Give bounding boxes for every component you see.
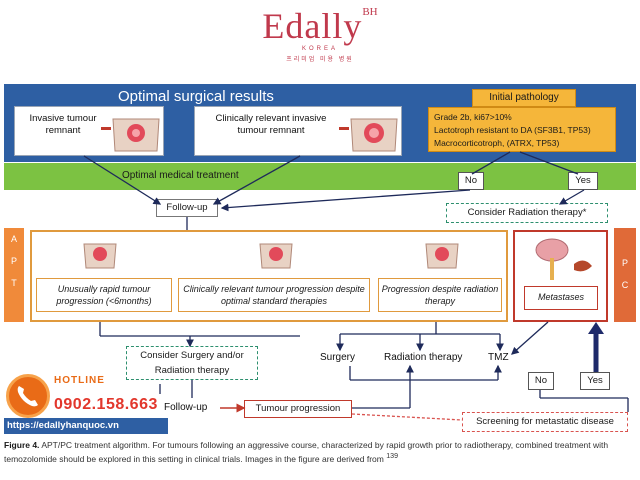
brain-metastases-icon	[535, 238, 592, 280]
hotline-phone[interactable]: 0902.158.663	[54, 396, 158, 413]
apt-letter: P	[10, 256, 17, 266]
apt-side-bar: A P T	[4, 228, 24, 322]
pituitary-icon	[350, 118, 398, 152]
medical-treatment-band	[4, 163, 636, 190]
initial-pathology-label: Initial pathology	[472, 89, 576, 107]
website-url[interactable]: https://edallyhanquoc.vn	[4, 418, 168, 434]
hotline-label: HOTLINE	[54, 375, 105, 386]
apt-letter: T	[11, 278, 17, 288]
surgical-results-title: Optimal surgical results	[118, 88, 274, 105]
pc-letter: C	[621, 280, 629, 290]
invasive-remnant-label: Invasive tumour remnant	[29, 113, 97, 136]
screening-box: Screening for metastatic disease	[462, 412, 628, 432]
rapid-progression-box: Unusually rapid tumour progression (<6mo…	[36, 278, 172, 312]
apt-frame	[30, 230, 508, 322]
invasive-remnant-box: Invasive tumour remnant	[14, 106, 164, 156]
no-box: No	[458, 172, 484, 190]
figure-caption-text: APT/PC treatment algorithm. For tumours …	[4, 440, 609, 464]
logo-sub: KOREA	[301, 46, 338, 52]
figure-ref: 139	[386, 452, 399, 460]
pc-letter: P	[621, 258, 628, 268]
no-box-lower: No	[528, 372, 554, 390]
pathology-line: Macrocorticotroph, (ATRX, TP53)	[434, 138, 560, 148]
pathology-details: Grade 2b, ki67>10% Lactotroph resistant …	[428, 107, 616, 152]
pathology-line: Grade 2b, ki67>10%	[434, 112, 512, 122]
progression-rt-box: Progression despite radiation therapy	[378, 278, 502, 312]
pc-frame	[513, 230, 608, 322]
arrow-icon	[339, 127, 349, 130]
radiation-label: Radiation therapy	[384, 352, 463, 363]
yes-box-lower: Yes	[580, 372, 610, 390]
pituitary-icon	[425, 243, 459, 269]
yes-box: Yes	[568, 172, 598, 190]
clinically-remnant-box: Clinically relevant invasive tumour remn…	[194, 106, 402, 156]
pituitary-icon	[112, 118, 160, 152]
arrow-icon	[101, 127, 111, 130]
consider-radiation-box: Consider Radiation therapy*	[446, 203, 608, 223]
tmz-label: TMZ	[488, 352, 509, 363]
phone-icon	[6, 374, 50, 418]
apt-letter: A	[10, 234, 17, 244]
follow-up-box: Follow-up	[156, 199, 218, 217]
follow-up-lower: Follow-up	[164, 402, 208, 413]
pathology-line: Lactotroph resistant to DA (SF3B1, TP53)	[434, 125, 591, 135]
medical-treatment-title: Optimal medical treatment	[122, 170, 239, 181]
surgery-label: Surgery	[320, 352, 356, 363]
figure-caption: Figure 4. APT/PC treatment algorithm. Fo…	[4, 440, 636, 465]
pc-side-bar: P C	[614, 228, 636, 322]
clinically-remnant-label: Clinically relevant invasive tumour remn…	[215, 113, 327, 136]
edally-logo: EdallyBH KOREA 프리미엄 미용 병원	[240, 6, 400, 76]
logo-bh: BH	[362, 6, 378, 18]
pituitary-icon	[83, 243, 117, 269]
figure-number: Figure 4.	[4, 440, 40, 450]
clinical-progression-box: Clinically relevant tumour progression d…	[178, 278, 370, 312]
logo-korean: 프리미엄 미용 병원	[286, 57, 354, 63]
pituitary-icon	[259, 243, 293, 269]
logo-word: Edally	[262, 6, 363, 46]
metastases-box: Metastases	[524, 286, 598, 310]
